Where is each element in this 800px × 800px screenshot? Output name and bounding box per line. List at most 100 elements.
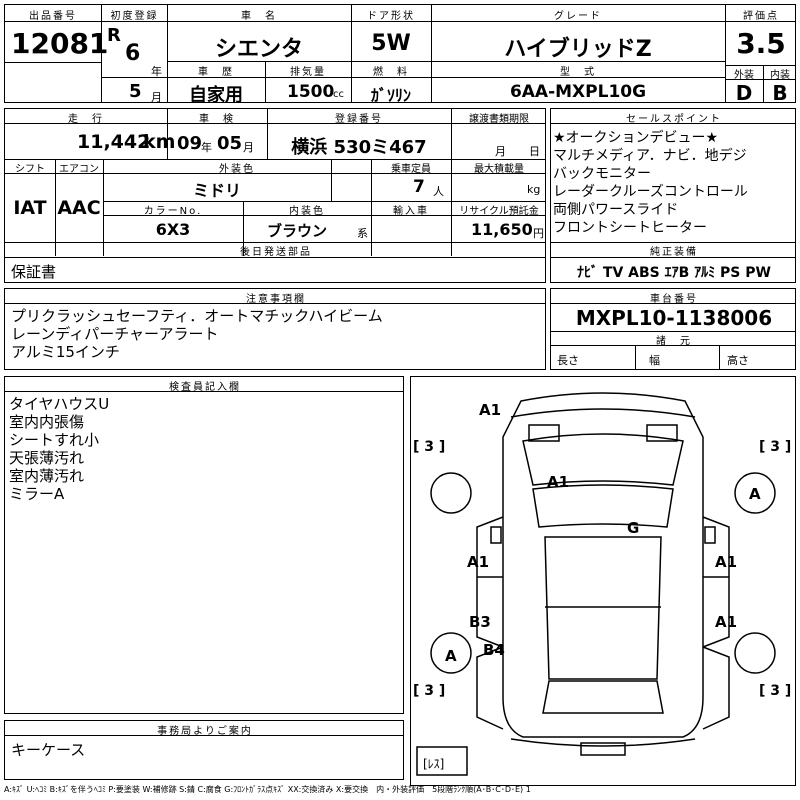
- ext-grade-label: 外装: [734, 70, 754, 81]
- door-label: ドア形状: [367, 11, 415, 22]
- later-parts: 保証書: [11, 263, 57, 281]
- import-label: 輸入車: [393, 206, 429, 217]
- lot-label: 出品番号: [29, 11, 77, 22]
- transfer-day-unit: 日: [529, 145, 540, 158]
- car-name-label: 車 名: [241, 11, 277, 22]
- shaken-year-unit: 年: [201, 141, 212, 154]
- sales-point: バックモニター: [553, 166, 651, 182]
- shaken-year: 09: [177, 133, 203, 154]
- door-type: 5W: [371, 31, 411, 56]
- later-parts-label: 後日発送部品: [240, 247, 312, 258]
- mark-front-bumper: A1: [479, 401, 502, 419]
- sales-points-box: セールスポイント ★オークションデビュー★ マルチメディア．ナビ．地デジ バック…: [550, 108, 796, 283]
- sales-point: フロントシートヒーター: [553, 220, 707, 236]
- shaken-month: 05: [217, 133, 243, 154]
- recycle-label: リサイクル預託金: [459, 206, 539, 217]
- equipment: ﾅﾋﾞ TV ABS ｴｱB ｱﾙﾐ PS PW: [577, 265, 771, 281]
- inspector-line: シートすれ小: [9, 431, 100, 449]
- capacity-unit: 人: [433, 185, 444, 198]
- sales-point: ★オークションデビュー★: [553, 130, 719, 146]
- tire-rear-left: [ 3 ]: [413, 683, 446, 699]
- score-label: 評価点: [743, 11, 779, 22]
- int-color-label: 内装色: [289, 206, 325, 217]
- ac-label: エアコン: [59, 164, 99, 175]
- capacity: 7: [413, 177, 425, 197]
- length-label: 長さ: [557, 354, 579, 367]
- load-unit: kg: [527, 183, 541, 196]
- mileage-label: 走 行: [68, 114, 104, 125]
- notes-list: プリクラッシュセーフティ．オートマチックハイビーム レーンディパーチャーアラート…: [11, 307, 383, 361]
- transfer-label: 譲渡書類期限: [469, 114, 529, 125]
- equipment-label: 純正装備: [650, 247, 698, 258]
- int-color-suffix: 系: [357, 227, 368, 240]
- inspector-line: タイヤハウスU: [9, 395, 110, 413]
- notes-label: 注意事項欄: [246, 294, 306, 305]
- displacement-unit: cc: [333, 89, 344, 100]
- car-diagram: [416, 392, 776, 776]
- reg-year: 6: [125, 41, 141, 66]
- first-reg-label: 初度登録: [110, 11, 159, 22]
- sales-point: レーダークルーズコントロール: [553, 184, 748, 200]
- plate-number: 横浜 530ミ467: [291, 137, 427, 158]
- mileage-unit: km: [143, 131, 176, 153]
- grade-label: グレード: [554, 11, 602, 22]
- displacement: 1500: [287, 82, 335, 102]
- spare-tire: [ﾚｽ]: [423, 757, 445, 771]
- model-label: 型 式: [560, 67, 596, 78]
- lot-number: 12081: [11, 27, 109, 60]
- legend: A:ｷｽﾞ U:ﾍｺﾐ B:ｷｽﾞを伴うﾍｺﾐ P:要塗装 W:補修跡 S:錆 …: [4, 785, 531, 794]
- era: R: [107, 25, 121, 46]
- exterior-color: ミドリ: [192, 181, 241, 200]
- shift: IAT: [13, 197, 47, 219]
- mark-left-rear-wheel: A: [445, 647, 457, 665]
- ac: AAC: [57, 197, 101, 219]
- spec-label: 諸 元: [656, 336, 692, 347]
- mark-left-rear-door: B3: [469, 613, 491, 631]
- mark-roof: G: [627, 519, 640, 537]
- year-unit: 年: [151, 65, 162, 78]
- car-diagram-box: A1 A1 G A A1 A1 A1 B3 B4 A [ 3 ] [ 3 ] […: [410, 376, 796, 786]
- inspector-box: 検査員記入欄 タイヤハウスU 室内内張傷 シートすれ小 天張薄汚れ 室内薄汚れ …: [4, 376, 404, 714]
- tire-rear-right: [ 3 ]: [759, 683, 792, 699]
- shaken-label: 車 検: [199, 114, 235, 125]
- inspector-line: ミラーA: [9, 485, 65, 503]
- tire-front-left: [ 3 ]: [413, 439, 446, 455]
- mark-right-front-wheel: A: [749, 485, 761, 503]
- sales-point: 両側パワースライド: [553, 202, 679, 218]
- model-code: 6AA-MXPL10G: [509, 82, 647, 102]
- chassis-number: MXPL10-1138006: [575, 306, 773, 330]
- color-no-label: カラーNo.: [143, 206, 203, 217]
- plate-label: 登録番号: [335, 114, 383, 125]
- inspector-line: 天張薄汚れ: [9, 449, 85, 467]
- history-label: 車 歴: [198, 67, 234, 78]
- load-label: 最大積載量: [474, 164, 524, 175]
- capacity-label: 乗車定員: [391, 164, 431, 175]
- inspector-line: 室内薄汚れ: [9, 467, 85, 485]
- mark-hood: A1: [547, 473, 570, 491]
- chassis-box: 車台番号 MXPL10-1138006 諸 元 長さ 幅 高さ: [550, 288, 796, 370]
- color-label: 外装色: [219, 164, 255, 175]
- note-line: レーンディパーチャーアラート: [11, 325, 219, 343]
- tire-front-right: [ 3 ]: [759, 439, 792, 455]
- sales-points-list: ★オークションデビュー★ マルチメディア．ナビ．地デジ バックモニター レーダー…: [553, 129, 748, 237]
- mark-right-front-door: A1: [715, 553, 738, 571]
- inspector-line: 室内内張傷: [9, 413, 85, 431]
- reg-month: 5: [129, 81, 142, 102]
- office-label: 事務局よりご案内: [157, 726, 253, 737]
- height-label: 高さ: [727, 354, 749, 367]
- mileage: 11,442: [77, 131, 151, 153]
- details-grid: 走 行 車 検 登録番号 譲渡書類期限 11,442 km 09 年 05 月 …: [4, 108, 546, 283]
- interior-color: ブラウン: [267, 222, 328, 240]
- history: 自家用: [189, 85, 243, 106]
- int-grade: B: [772, 81, 788, 105]
- header-grid: 出品番号 12081 初度登録 R 6 年 5 月 車 名 ドア形状 グレード …: [4, 4, 796, 106]
- shaken-month-unit: 月: [243, 141, 254, 154]
- width-label: 幅: [649, 354, 660, 367]
- notes-box: 注意事項欄 プリクラッシュセーフティ．オートマチックハイビーム レーンディパーチ…: [4, 288, 546, 370]
- color-number: 6X3: [155, 220, 191, 239]
- note-line: アルミ15インチ: [11, 343, 120, 361]
- fuel-label: 燃 料: [373, 67, 409, 78]
- mark-right-rear-door: A1: [715, 613, 738, 631]
- car-name: シエンタ: [214, 37, 303, 62]
- sales-points-label: セールスポイント: [626, 114, 722, 125]
